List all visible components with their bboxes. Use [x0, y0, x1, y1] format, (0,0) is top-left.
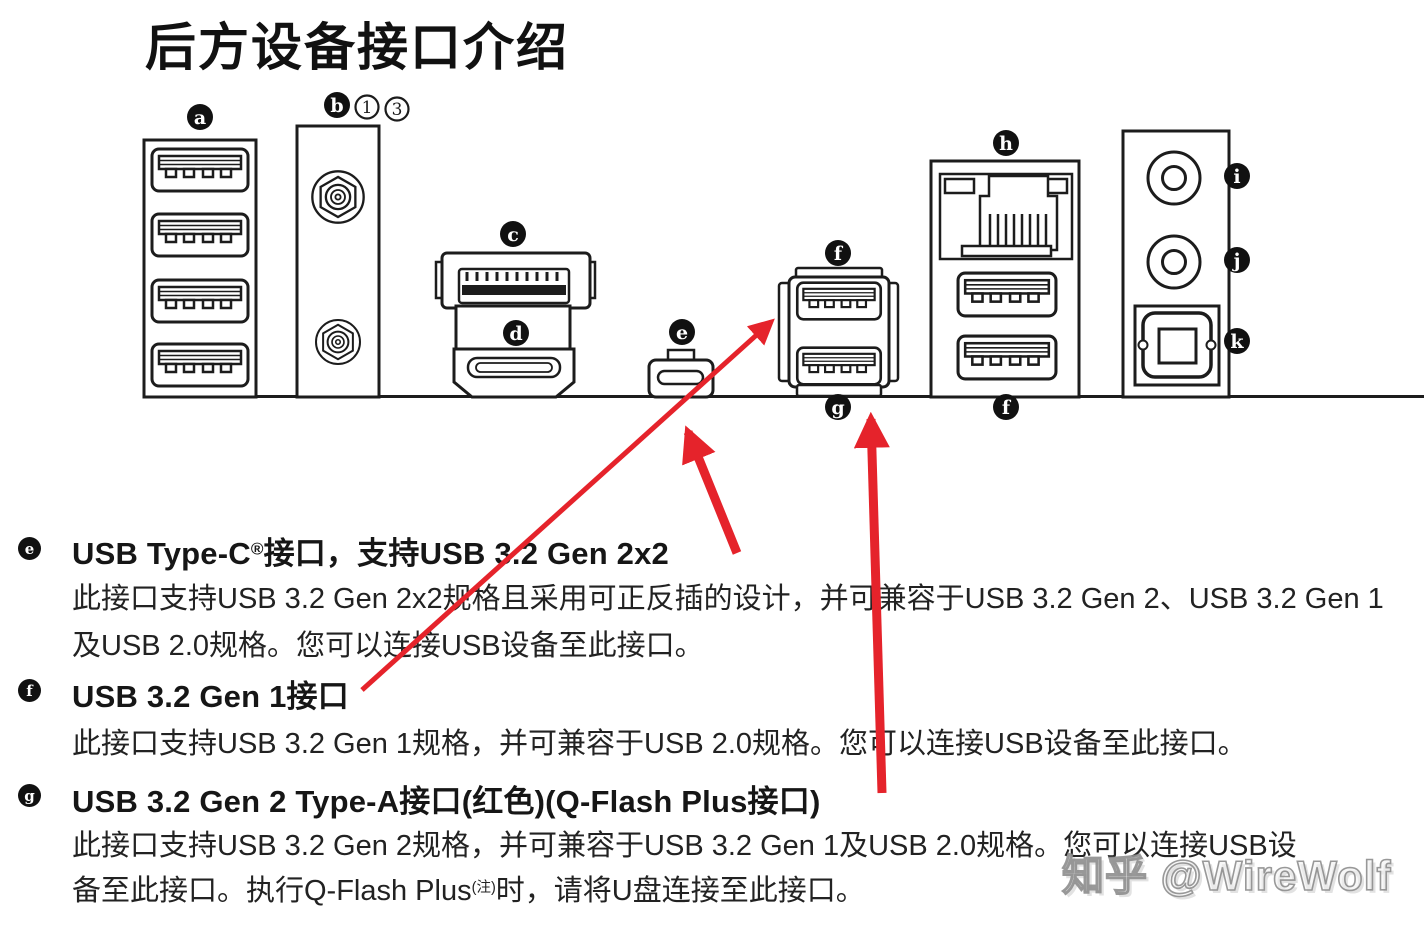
line-out-jack-i [1146, 150, 1202, 206]
usb-pair-block-fg [777, 266, 900, 398]
rj45-port [978, 174, 1059, 252]
mic-in-jack-j [1146, 234, 1202, 290]
usb-port-f [795, 281, 883, 321]
usb-type-c-e [647, 348, 715, 399]
usb-port [150, 342, 250, 388]
audio-block [1121, 129, 1231, 399]
label-f: f [825, 240, 851, 266]
section-f-body-line1: 此接口支持USB 3.2 Gen 1规格，并可兼容于USB 2.0规格。您可以连… [72, 728, 1247, 760]
label-f2: f [993, 394, 1019, 420]
bullet-e: e [18, 537, 41, 560]
svg-text:b: b [330, 95, 343, 117]
svg-text:e: e [676, 322, 688, 344]
label-g: g [825, 394, 851, 420]
svg-text:a: a [194, 107, 206, 129]
usb-port [150, 212, 250, 258]
g-line2-pre: 备至此接口。执行Q-Flash Plus [72, 875, 472, 907]
antenna-connector [315, 319, 361, 365]
hdmi-d [452, 304, 576, 399]
antenna-connector [311, 170, 365, 224]
heading-e-pre: USB Type-C [72, 536, 251, 571]
bullet-e-letter: e [24, 539, 35, 558]
arrow-to-port-e [682, 425, 742, 555]
label-k: k [1224, 328, 1250, 354]
svg-text:d: d [509, 323, 522, 345]
section-e-heading: USB Type-C®接口，支持USB 3.2 Gen 2x2 [72, 528, 669, 573]
label-e: e [669, 319, 695, 345]
label-c: c [500, 221, 526, 247]
svg-text:i: i [1233, 166, 1240, 188]
usb-port [150, 278, 250, 324]
diagram-labels: a b 1 3 c d e [187, 92, 1250, 420]
section-g-body-line1: 此接口支持USB 3.2 Gen 2规格，并可兼容于USB 3.2 Gen 1及… [72, 830, 1297, 862]
label-a: a [187, 104, 213, 130]
svg-text:h: h [999, 133, 1013, 155]
displayport-c [434, 251, 597, 310]
label-i: i [1224, 163, 1250, 189]
optical-spdif-k [1133, 304, 1221, 387]
svg-text:f: f [834, 243, 844, 265]
usb20-block-a [142, 138, 258, 399]
svg-text:1: 1 [362, 98, 373, 118]
section-g-body-line2: 备至此接口。执行Q-Flash Plus(注)时，请将U盘连接至此接口。 [72, 867, 865, 909]
svg-text:j: j [1232, 250, 1241, 272]
bullet-f: f [18, 679, 41, 702]
svg-text:f: f [1002, 397, 1012, 419]
footnote-mark: (注) [471, 880, 496, 897]
svg-text:3: 3 [392, 100, 403, 120]
svg-text:g: g [831, 397, 844, 419]
section-f-heading: USB 3.2 Gen 1接口 [72, 679, 349, 714]
label-h: h [993, 130, 1019, 156]
bullet-f-letter: f [26, 681, 33, 700]
circled-number-1: 1 [354, 94, 380, 120]
usb-port [956, 334, 1058, 381]
svg-text:k: k [1230, 331, 1244, 353]
watermark: 知乎 @WireWolf [1061, 851, 1392, 900]
registered-mark: ® [250, 539, 264, 559]
bullet-g-letter: g [24, 786, 35, 805]
page-title: 后方设备接口介绍 [145, 19, 570, 76]
antenna-block-b [295, 124, 381, 399]
heading-e-post: 接口，支持USB 3.2 Gen 2x2 [263, 536, 669, 571]
section-e-body-line1: 此接口支持USB 3.2 Gen 2x2规格且采用可正反插的设计，并可兼容于US… [72, 583, 1384, 615]
lan-usb-block-h [929, 159, 1081, 399]
section-g-heading: USB 3.2 Gen 2 Type-A接口(红色)(Q-Flash Plus接… [72, 784, 821, 819]
label-j: j [1224, 247, 1250, 273]
g-line2-post: 时，请将U盘连接至此接口。 [495, 875, 865, 907]
usb-port [150, 147, 250, 193]
svg-text:c: c [507, 224, 519, 246]
label-d: d [503, 320, 529, 346]
circled-number-3: 3 [384, 96, 410, 122]
usb-port-g [795, 346, 883, 386]
usb-port [956, 271, 1058, 318]
section-e-body-line2: 及USB 2.0规格。您可以连接USB设备至此接口。 [72, 630, 704, 662]
label-b: b [324, 92, 350, 118]
bullet-g: g [18, 784, 41, 807]
